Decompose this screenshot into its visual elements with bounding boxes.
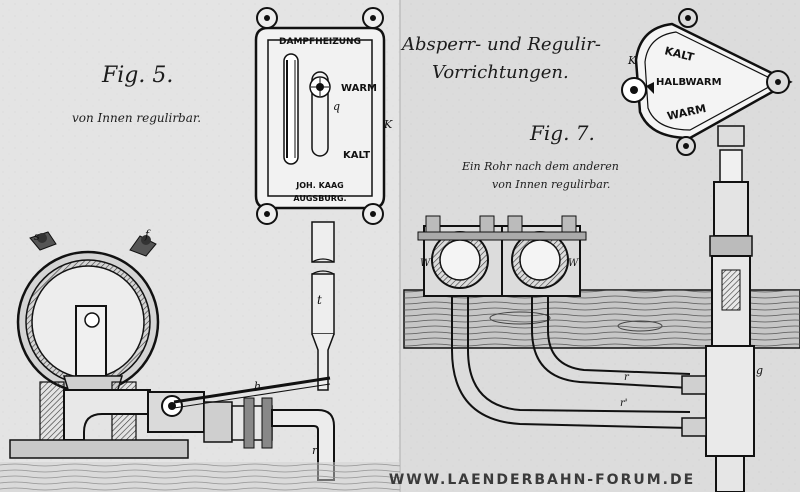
fig5-spindle — [311, 221, 335, 391]
plate5-top-label: DAMPFHEIZUNG — [279, 37, 361, 47]
fig7-valve-stack — [681, 125, 755, 492]
label-r-fig5: r — [312, 444, 318, 457]
label-s: s — [34, 230, 40, 243]
center-title-line1: Absperr- und Regulir- — [400, 34, 601, 55]
fig7-pipe-clamps — [417, 215, 587, 297]
label-f: f — [144, 228, 151, 241]
fig5-base — [9, 439, 189, 459]
label-t-fig5: t — [317, 293, 322, 307]
fig7-caption-line1: Ein Rohr nach dem anderen — [461, 160, 619, 173]
label-r-prime-fig7: r' — [620, 398, 628, 409]
plate5-warm-label: WARM — [341, 83, 377, 94]
plate5-maker-line2: AUGSBURG. — [293, 194, 346, 203]
center-title-line2: Vorrichtungen. — [432, 62, 569, 83]
fig7-nameplate: KALT HALBWARM WARM — [621, 8, 793, 156]
fig7-title: Fig. 7. — [529, 121, 595, 145]
label-k-fig5: K — [383, 118, 393, 131]
label-w-prime: W' — [420, 258, 433, 269]
label-h: h — [254, 380, 261, 393]
plate5-kalt-label: KALT — [343, 150, 370, 161]
fig5-caption: von Innen regulirbar. — [72, 111, 201, 125]
label-k-fig7: K — [627, 54, 637, 67]
label-g: g — [756, 364, 763, 377]
label-r-fig7: r — [624, 372, 630, 383]
plate7-halbwarm-label: HALBWARM — [656, 77, 722, 88]
label-w: W — [568, 258, 579, 269]
fig5-title: Fig. 5. — [101, 63, 173, 88]
fig7-caption-line2: von Innen regulirbar. — [492, 178, 610, 191]
label-q: q — [333, 100, 340, 113]
fig7-pipes — [451, 296, 691, 429]
plate5-maker-line1: JOH. KAAG — [295, 181, 343, 190]
fig5-nameplate: DAMPFHEIZUNG WARM KALT JOH. KAAG AUGSBUR… — [254, 7, 386, 225]
watermark: WWW.LAENDERBAHN-FORUM.DE — [389, 472, 695, 488]
